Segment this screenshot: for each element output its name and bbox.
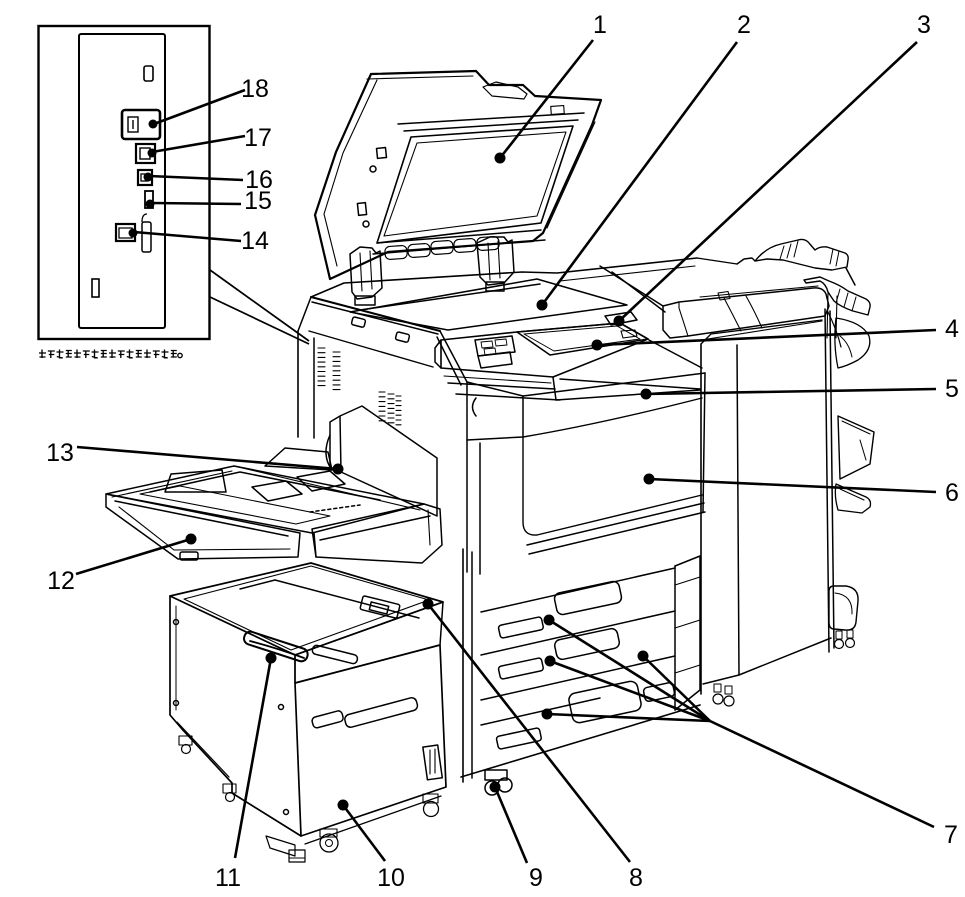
- svg-text:8: 8: [629, 864, 643, 892]
- svg-text:4: 4: [945, 315, 959, 343]
- svg-text:11: 11: [215, 864, 241, 892]
- svg-text:14: 14: [241, 227, 269, 255]
- svg-text:15: 15: [244, 187, 272, 215]
- svg-text:2: 2: [737, 11, 751, 39]
- svg-text:1: 1: [593, 11, 607, 39]
- svg-text:10: 10: [377, 864, 405, 892]
- svg-text:9: 9: [529, 864, 543, 892]
- svg-text:18: 18: [241, 75, 269, 103]
- svg-text:7: 7: [944, 821, 958, 849]
- svg-text:12: 12: [47, 567, 75, 595]
- svg-text:3: 3: [917, 11, 931, 39]
- svg-text:16: 16: [245, 166, 273, 194]
- svg-text:6: 6: [945, 479, 959, 507]
- svg-text:17: 17: [244, 124, 272, 152]
- svg-text:13: 13: [46, 439, 74, 467]
- svg-text:5: 5: [945, 375, 959, 403]
